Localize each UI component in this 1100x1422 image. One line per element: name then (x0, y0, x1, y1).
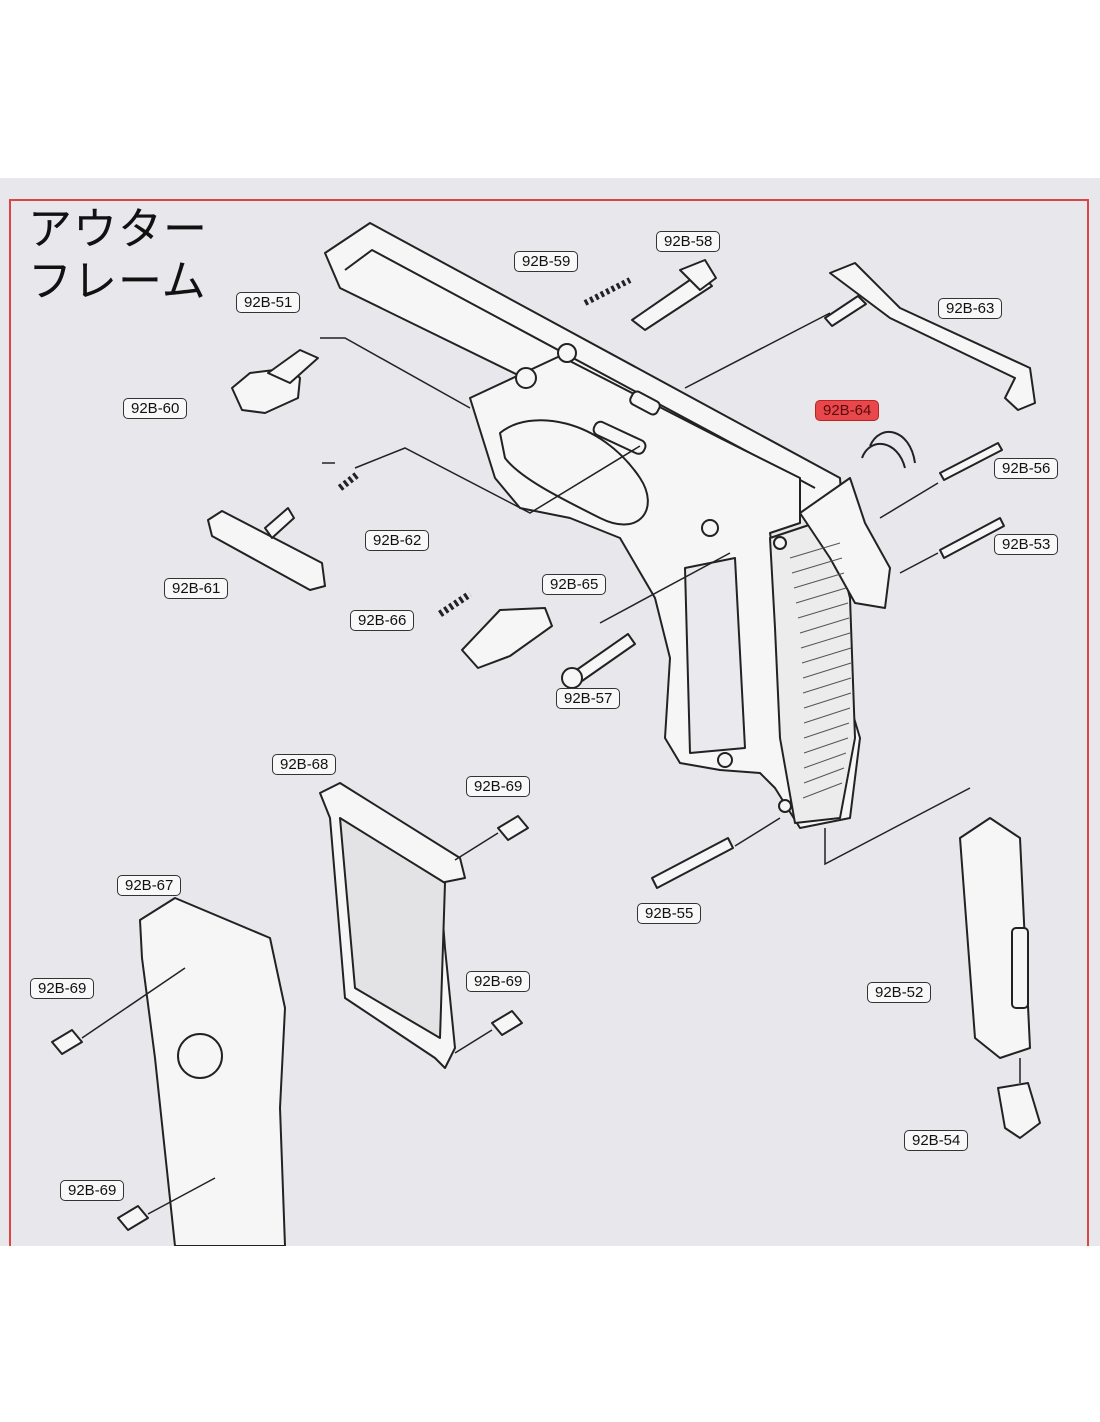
label-92b-68: 92B-68 (272, 754, 337, 775)
part-62-spring (337, 471, 361, 491)
label-92b-54: 92B-54 (904, 1130, 969, 1151)
frame-hole (778, 799, 792, 813)
label-92b-65: 92B-65 (542, 574, 607, 595)
label-92b-53: 92B-53 (994, 534, 1059, 555)
part-68-inner (339, 817, 446, 1039)
label-92b-52: 92B-52 (867, 982, 932, 1003)
part-59-spring (583, 277, 632, 306)
frame-rail-slot (344, 249, 816, 489)
label-92b-58: 92B-58 (656, 231, 721, 252)
part-69-screw (117, 1205, 149, 1231)
part-65-catch (461, 607, 553, 669)
frame-hole (717, 752, 733, 768)
part-69-screw (491, 1010, 523, 1036)
label-92b-69-left: 92B-69 (30, 978, 95, 999)
label-92b-63: 92B-63 (938, 298, 1003, 319)
label-92b-69-top: 92B-69 (466, 776, 531, 797)
label-92b-59: 92B-59 (514, 251, 579, 272)
label-92b-62: 92B-62 (365, 530, 430, 551)
part-61-lever (207, 510, 326, 591)
label-92b-55: 92B-55 (637, 903, 702, 924)
label-92b-51: 92B-51 (236, 292, 301, 313)
part-58-pin (631, 272, 713, 331)
part-66-spring (438, 591, 472, 617)
page-border (9, 199, 1089, 1246)
part-63-pin (824, 295, 867, 327)
label-92b-66: 92B-66 (350, 610, 415, 631)
frame-hole (515, 367, 537, 389)
label-92b-69-middle: 92B-69 (466, 971, 531, 992)
part-56-pin (939, 442, 1003, 481)
frame-rear-hook (799, 477, 891, 609)
frame-slot (592, 420, 647, 455)
label-92b-56: 92B-56 (994, 458, 1059, 479)
part-64-spring (861, 430, 916, 469)
parts-diagram-sheet: アウター フレーム 92B-58 92B-59 92B-51 92B-63 92… (0, 178, 1100, 1246)
part-52-window (1011, 927, 1029, 1009)
part-69-screw (51, 1029, 83, 1055)
trigger-guard (499, 419, 649, 526)
part-69-screw (497, 815, 529, 841)
label-92b-61: 92B-61 (164, 578, 229, 599)
label-92b-67: 92B-67 (117, 875, 182, 896)
frame-hole (701, 519, 719, 537)
label-92b-69-bottom: 92B-69 (60, 1180, 125, 1201)
label-92b-57: 92B-57 (556, 688, 621, 709)
part-67-medallion (177, 1033, 223, 1079)
part-54-cap (997, 1082, 1041, 1139)
part-61-post (264, 507, 295, 539)
part-60-shaft (267, 349, 319, 384)
frame-hole (773, 536, 787, 550)
frame-slot (629, 390, 661, 416)
part-58-head (679, 259, 717, 291)
title-line-2: フレーム (28, 256, 207, 307)
frame-hole (557, 343, 577, 363)
title-line-1: アウター (28, 204, 208, 255)
label-92b-64-highlighted: 92B-64 (815, 400, 880, 421)
grip-window (684, 557, 746, 754)
part-57-head (561, 667, 583, 689)
exploded-view-drawing (9, 199, 1089, 1246)
label-92b-60: 92B-60 (123, 398, 188, 419)
grip-serrations (789, 542, 852, 799)
part-53-pin (939, 517, 1005, 559)
part-63-bar (829, 262, 1036, 411)
part-55-pin (651, 837, 734, 889)
